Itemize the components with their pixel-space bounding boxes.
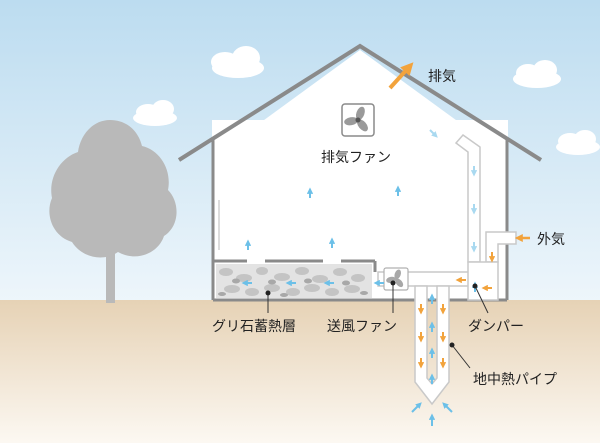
cloud-icon: [513, 60, 561, 88]
exhaust-arrow: [388, 62, 414, 90]
leader-dots: [265, 280, 478, 348]
cloud-icon: [556, 130, 600, 155]
gravel-storage-label: グリ石蓄熱層: [212, 319, 296, 335]
exhaust-fan-icon: [341, 103, 375, 137]
rising-air-arrows: [244, 185, 402, 250]
tree-icon: [49, 120, 177, 303]
damper-label: ダンパー: [468, 319, 524, 335]
exhaust-fan-label: 排気ファン: [321, 150, 391, 166]
cloud-icon: [211, 46, 264, 78]
outside-air-label: 外気: [537, 232, 565, 248]
blower-fan-label: 送風ファン: [327, 319, 397, 335]
pipe-down-arrows: [417, 304, 447, 369]
exhaust-label: 排気: [428, 69, 456, 85]
gravel-storage-layer: [216, 264, 372, 298]
geothermal-pipe-label: 地中熱パイプ: [473, 372, 557, 388]
ground-heat-arrows: [411, 402, 453, 426]
leader-lines: [267, 283, 489, 369]
blower-fan-icon: [383, 267, 409, 291]
ground: [0, 300, 600, 443]
house-roof: [177, 43, 543, 162]
cloud-icon: [133, 100, 177, 126]
exhaust-duct-arrows: [429, 129, 478, 253]
